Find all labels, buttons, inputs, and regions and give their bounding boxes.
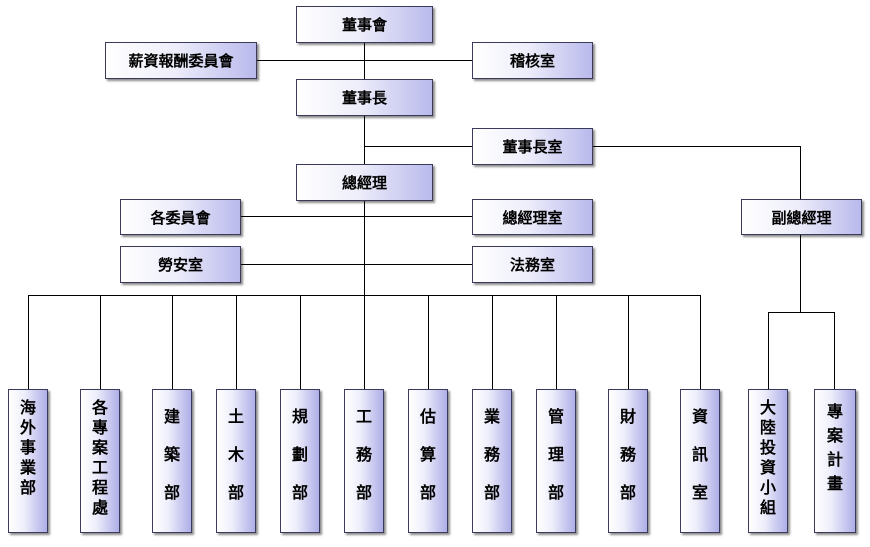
labor-safety-office-label: 勞安室	[157, 256, 203, 274]
department-box: 估 算 部	[408, 389, 448, 533]
department-box: 管 理 部	[536, 389, 576, 533]
chairman-office-box: 董事長室	[472, 128, 593, 165]
vice-general-manager-label: 副總經理	[771, 208, 832, 227]
department-label: 土 木 部	[227, 407, 244, 502]
chairman-office-label: 董事長室	[502, 138, 563, 156]
vice-gm-unit-label: 專 案 計 畫	[826, 402, 843, 493]
legal-office-box: 法務室	[472, 246, 593, 283]
chairman-label: 董事長	[341, 89, 387, 107]
department-label: 估 算 部	[419, 407, 436, 502]
department-label: 業 務 部	[483, 407, 500, 502]
department-box: 各 專 案 工 程 處	[80, 389, 120, 533]
department-box: 工 務 部	[344, 389, 384, 533]
committees-box: 各委員會	[120, 199, 241, 235]
general-manager-box: 總經理	[296, 164, 433, 201]
department-label: 建 築 部	[163, 407, 180, 502]
committees-label: 各委員會	[150, 208, 211, 227]
vice-gm-unit-label: 大 陸 投 資 小 組	[759, 398, 776, 517]
labor-safety-office-box: 勞安室	[120, 246, 241, 283]
compensation-committee-box: 薪資報酬委員會	[105, 42, 257, 79]
department-box: 規 劃 部	[280, 389, 320, 533]
department-label: 海 外 事 業 部	[19, 398, 36, 497]
gm-office-box: 總經理室	[472, 199, 593, 235]
legal-office-label: 法務室	[509, 256, 555, 274]
vice-general-manager-box: 副總經理	[741, 199, 862, 235]
department-label: 管 理 部	[547, 407, 564, 502]
audit-office-box: 稽核室	[472, 42, 593, 79]
chairman-box: 董事長	[296, 79, 433, 116]
audit-office-label: 稽核室	[509, 52, 555, 70]
board-box: 董事會	[296, 6, 433, 43]
department-label: 資 訊 室	[691, 407, 708, 502]
department-label: 財 務 部	[619, 407, 636, 502]
general-manager-label: 總經理	[341, 174, 387, 192]
department-box: 財 務 部	[608, 389, 648, 533]
board-label: 董事會	[341, 16, 387, 34]
department-label: 工 務 部	[355, 407, 372, 502]
vice-gm-unit-box: 專 案 計 畫	[814, 389, 856, 533]
department-box: 建 築 部	[152, 389, 192, 533]
compensation-committee-label: 薪資報酬委員會	[128, 52, 234, 70]
department-box: 土 木 部	[216, 389, 256, 533]
vice-gm-unit-box: 大 陸 投 資 小 組	[748, 389, 788, 533]
gm-office-label: 總經理室	[502, 208, 563, 227]
department-label: 各 專 案 工 程 處	[91, 398, 108, 517]
department-box: 業 務 部	[472, 389, 512, 533]
department-box: 海 外 事 業 部	[8, 389, 48, 533]
department-label: 規 劃 部	[291, 407, 308, 502]
department-box: 資 訊 室	[680, 389, 720, 533]
